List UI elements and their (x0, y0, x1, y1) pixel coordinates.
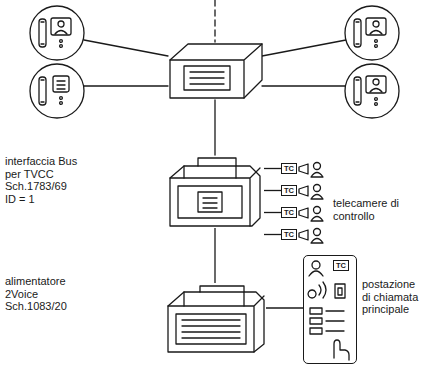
device-label: interfaccia Bus per TVCC Sch.1783/69 ID … (5, 155, 80, 205)
monitor-wires (214, 100, 215, 155)
floor-distributor (170, 44, 262, 98)
call-panel-icons (334, 340, 349, 360)
bus-wire (264, 234, 281, 235)
tc-tag: TC (282, 230, 296, 239)
monitor-wires (84, 85, 168, 86)
bus-wire (214, 228, 215, 283)
floor-distributor (184, 66, 230, 90)
bus-wire (264, 168, 281, 169)
bus-interface-device (178, 186, 242, 218)
camera-icons (299, 207, 323, 222)
power-supply-device (168, 296, 264, 352)
call-panel-icons (308, 261, 349, 360)
tc-tag: TC (282, 208, 296, 217)
tc-tag: TC (333, 260, 349, 271)
power-supply-device (168, 286, 264, 352)
call-panel-icons (326, 311, 344, 331)
floor-distributor (190, 72, 224, 84)
camera-icons (299, 185, 323, 200)
bus-wire (264, 212, 281, 213)
call-panel-icons (310, 308, 322, 334)
tc-tag: TC (282, 164, 296, 173)
camera-tc-box: TC (281, 163, 297, 174)
indoor-monitors (30, 64, 84, 118)
device-label: alimentatore 2Voice Sch.1083/20 (5, 275, 80, 313)
bus-interface-device (198, 192, 222, 212)
power-supply-device (168, 286, 264, 352)
call-panel-icons (308, 282, 326, 298)
indoor-monitors (30, 6, 84, 60)
bus-interface-device (170, 158, 260, 226)
power-supply: alimentatore 2Voice Sch.1083/20 (164, 283, 266, 355)
call-panel-icons (309, 271, 323, 276)
camera-tc-box: TC (281, 207, 297, 218)
device-label: postazione di chiamata principale (362, 278, 423, 316)
bus-riser-dashed (214, 0, 215, 42)
bus-riser-dashed (214, 0, 215, 42)
monitor-wires (262, 40, 346, 56)
call-panel-icons (312, 261, 320, 269)
bus-interface-device (203, 198, 217, 208)
camera-icons (299, 163, 323, 244)
indoor-monitors (345, 6, 399, 60)
camera-icons (299, 229, 323, 244)
camera-tc-box: TC (281, 185, 297, 196)
bus-interface: interfaccia Bus per TVCC Sch.1783/69 ID … (166, 155, 264, 228)
camera-tc-box: TC (281, 229, 297, 240)
power-supply-device (182, 320, 240, 338)
bus-wire (266, 307, 303, 308)
indoor-monitors (345, 64, 399, 118)
group-label: telecamere di controllo (333, 197, 405, 222)
floor-distributor (170, 44, 262, 98)
indoor-monitors (30, 6, 399, 118)
monitor-wires (84, 40, 168, 56)
power-supply-device (176, 314, 246, 344)
call-panel-icons (335, 284, 345, 298)
bus-interface-device (170, 158, 260, 226)
bus-wire (264, 190, 281, 191)
monitor-wires (84, 40, 346, 155)
tc-tag: TC (282, 186, 296, 195)
monitor-wires (262, 85, 346, 86)
floor-distributor (170, 44, 262, 98)
camera-icons (299, 163, 323, 178)
bus-interface-device (184, 166, 236, 178)
power-supply-device (184, 292, 244, 306)
call-station-panel: TCpostazione di chiamata principale (303, 255, 357, 364)
